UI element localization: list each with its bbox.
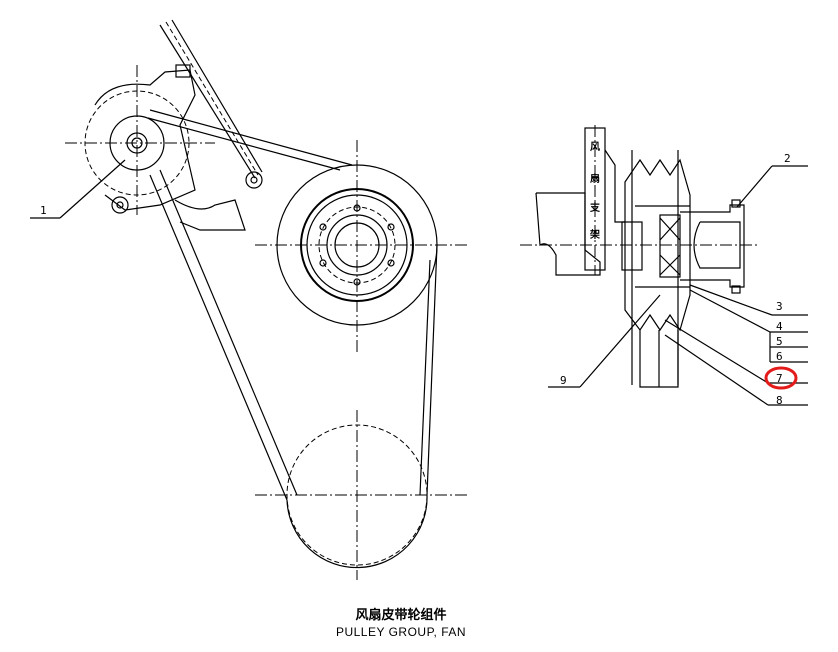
label-4: 4: [776, 320, 783, 333]
svg-text:架: 架: [589, 228, 600, 241]
label-2: 2: [784, 152, 791, 165]
bracket-label: 风 扇 支 架: [589, 141, 601, 241]
belt: [147, 109, 438, 569]
label-6: 6: [776, 350, 783, 363]
svg-text:扇: 扇: [590, 172, 600, 185]
label-8: 8: [776, 394, 783, 407]
label-1: 1: [40, 204, 47, 217]
svg-text:支: 支: [589, 201, 601, 214]
label-3: 3: [776, 300, 783, 313]
label-5: 5: [776, 335, 783, 348]
label-9: 9: [560, 374, 567, 387]
label-7: 7: [776, 372, 783, 385]
highlight-circle: [764, 366, 798, 390]
front-view: [65, 19, 470, 580]
section-view: [520, 125, 760, 388]
caption-chinese: 风扇皮带轮组件: [355, 608, 447, 623]
callouts: 1 2 3 4 5 6 7 8 9 风 扇 支 架: [30, 141, 808, 407]
caption-english: PULLEY GROUP, FAN: [335, 625, 467, 639]
svg-text:风: 风: [590, 141, 600, 153]
